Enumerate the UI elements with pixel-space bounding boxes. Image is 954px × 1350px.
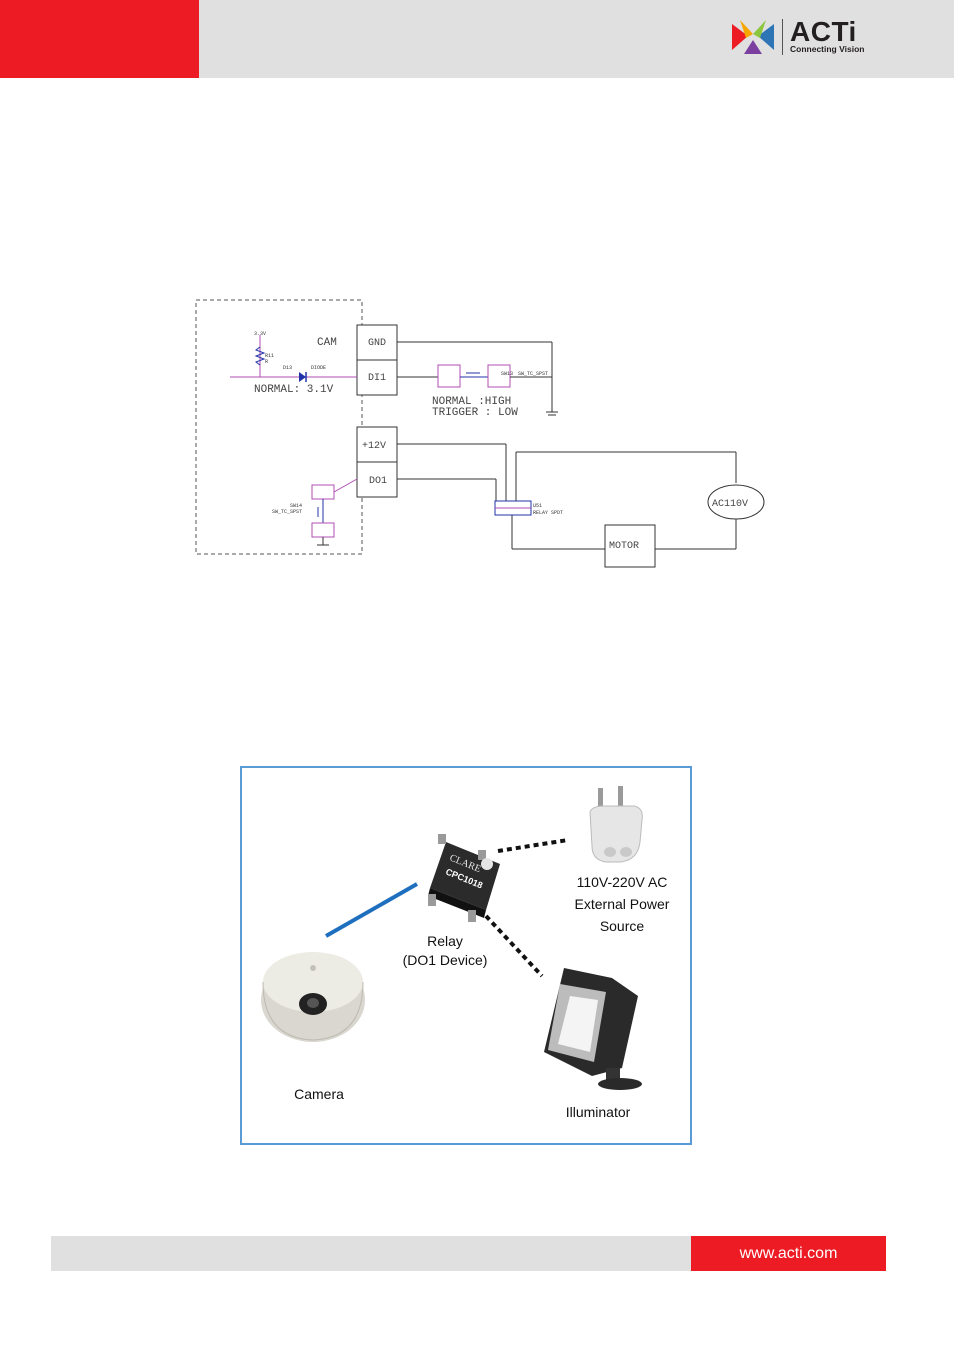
illuminator-icon [544,968,642,1090]
power-source-line3: Source [599,918,645,934]
u51-label: U51 [533,503,542,509]
normal-high-label: NORMAL :HIGH [432,396,511,408]
resistor-r11 [254,346,266,366]
footer-url[interactable]: www.acti.com [691,1236,886,1271]
do1-label: DO1 [369,476,387,487]
plus12v-label: +12V [362,441,386,452]
camera-icon [261,952,365,1042]
ac110v-label: AC110V [712,499,748,510]
logo-tagline: Connecting Vision [790,44,865,54]
gnd-label: GND [368,338,386,349]
sw13-label: SW13 [501,371,513,377]
v33-label: 3.3V [254,331,266,337]
r11-label: R11 [265,353,274,359]
sw13-type-label: SW_TC_SPST [518,371,548,377]
power-source-line1: 110V-220V AC [576,874,668,890]
sw14-top-contact [311,484,335,500]
power-source-line2: External Power [574,896,670,912]
diode-label: DIODE [311,365,326,371]
sw13-left-contact [437,364,461,388]
sw14-bottom-contact [311,522,335,538]
sw13-right-contact [487,364,511,388]
device-connection-diagram: CLARE CPC1018 110V [240,766,692,1145]
relay-line2: (DO1 Device) [402,952,488,968]
relay-caption: Relay (DO1 Device) [380,932,510,970]
normal-voltage-label: NORMAL: 3.1V [254,384,334,396]
sw14-type-label: SW_TC_SPST [272,509,302,515]
illuminator-caption: Illuminator [565,1104,631,1120]
wiring-schematic: CAM GND DI1 +12V DO1 3.3V R11 R D13 DIOD… [195,299,765,568]
camera-boundary [195,299,363,555]
motor-label: MOTOR [609,541,639,552]
cam-label: CAM [317,337,337,349]
logo-separator [782,19,783,55]
relay-illuminator-link [484,914,544,978]
connection-illustration: CLARE CPC1018 [261,786,643,1090]
header-red-block [0,0,199,78]
d13-label: D13 [283,365,292,371]
power-source-caption: 110V-220V AC External Power Source [552,871,692,937]
acti-logo-icon [732,20,774,54]
sw14-label: SW14 [290,503,302,509]
acti-logo: ACTi Connecting Vision [730,16,870,60]
motor-box [604,524,656,568]
trigger-low-label: TRIGGER : LOW [432,407,518,419]
relay-line1: Relay [427,933,463,949]
di1-label: DI1 [368,373,386,384]
camera-caption: Camera [294,1086,344,1102]
relay-type-label: RELAY SPDT [533,510,563,516]
logo-wordmark: ACTi [790,16,857,47]
power-plug-icon [589,786,643,863]
relay-chip-icon: CLARE CPC1018 [428,834,500,922]
r-label: R [265,359,268,365]
diode-d13 [299,372,306,382]
relay-power-link [497,838,569,853]
camera-relay-cable [325,882,418,938]
